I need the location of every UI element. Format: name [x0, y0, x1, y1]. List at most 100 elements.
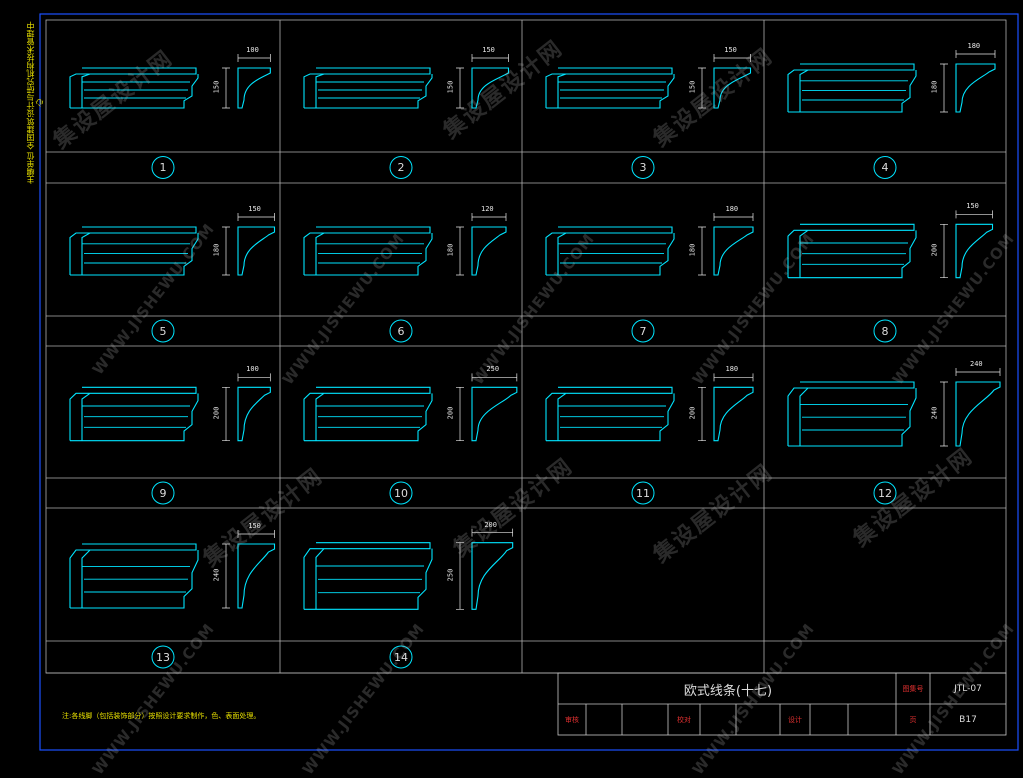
width-dimension-line: [955, 368, 1001, 376]
height-dimension-line: [940, 223, 948, 279]
height-dimension: 200: [930, 243, 939, 257]
drawing-sheet: [39, 13, 1019, 751]
width-dimension-line: [471, 54, 509, 62]
height-dimension: 180: [930, 80, 939, 94]
width-dimension: 120: [481, 205, 494, 213]
profile-number-circle: [151, 319, 175, 343]
section-profile: [237, 543, 276, 609]
profile-number-circle: [151, 481, 175, 505]
elevation-outline: [69, 67, 199, 109]
elevation-outline: [545, 226, 675, 276]
profile-number-circle: [151, 156, 175, 179]
width-dimension: 150: [724, 46, 737, 54]
profile-number: 14: [394, 650, 408, 664]
profile-number-circle: [631, 156, 655, 179]
width-dimension: 100: [246, 46, 259, 54]
height-dimension-line: [222, 543, 230, 609]
page-label: 页: [909, 716, 917, 724]
drawing-note: 注:各线脚（包括装饰部分）按照设计要求制作，色、表面处理。: [62, 712, 261, 720]
height-dimension: 200: [212, 406, 221, 420]
profile-drawings: [69, 50, 1001, 669]
height-dimension-line: [456, 226, 464, 276]
elevation-outline: [787, 381, 917, 447]
section-profile: [955, 63, 996, 113]
height-dimension-line: [698, 386, 706, 442]
width-dimension: 100: [246, 365, 259, 374]
profile-number: 7: [639, 324, 647, 338]
section-profile: [471, 67, 510, 109]
section-profile: [237, 67, 271, 109]
width-dimension-line: [955, 210, 993, 219]
height-dimension-line: [940, 381, 948, 447]
atlas-no-label: 图集号: [902, 685, 924, 693]
width-dimension-line: [471, 213, 507, 221]
grid-lines: [46, 20, 1006, 674]
profile-number: 6: [397, 324, 405, 338]
check-label: 校对: [677, 716, 691, 724]
height-dimension: 150: [688, 80, 697, 94]
section-profile: [955, 223, 994, 279]
profile-number: 5: [159, 324, 167, 338]
elevation-fillets: [82, 243, 190, 264]
profile-number-circle: [389, 156, 413, 179]
width-dimension-line: [237, 530, 275, 538]
profile-number-circle: [631, 481, 655, 505]
grid-frame: [45, 19, 1007, 674]
section-profile: [713, 386, 754, 442]
elevation-outline: [303, 226, 433, 276]
elevation-fillets: [558, 81, 666, 99]
elevation-fillets: [316, 243, 424, 264]
profile-number: 2: [397, 161, 405, 174]
elevation-outline: [545, 67, 675, 109]
section-profile: [471, 226, 507, 276]
width-dimension: 150: [966, 202, 979, 211]
elevation-outline: [303, 67, 433, 109]
design-label: 设计: [788, 716, 802, 724]
width-dimension: 150: [248, 205, 261, 213]
sheet-title: 欧式线条(十七): [683, 683, 773, 699]
height-dimension-line: [456, 67, 464, 109]
width-dimension: 180: [725, 205, 739, 213]
elevation-outline: [787, 63, 917, 113]
width-dimension: 180: [967, 42, 981, 50]
elevation-fillets: [316, 81, 424, 99]
page-no-value: B17: [959, 715, 977, 725]
width-dimension: 180: [725, 365, 739, 374]
outer-frame: [39, 13, 1019, 751]
profile-number-circle: [873, 481, 897, 505]
profile-number: 9: [159, 486, 167, 500]
height-dimension-line: [222, 67, 230, 109]
profile-number-circle: [631, 319, 655, 343]
width-dimension: 240: [970, 360, 983, 368]
width-dimension-line: [237, 373, 271, 382]
width-dimension-line: [713, 373, 754, 382]
height-dimension-line: [222, 226, 230, 276]
profile-number-circle: [389, 481, 413, 505]
height-dimension: 150: [212, 80, 221, 94]
profile-number: 12: [878, 486, 892, 500]
section-profile: [237, 386, 271, 442]
profile-number: 8: [881, 324, 889, 338]
elevation-fillets: [558, 405, 666, 428]
elevation-outline: [69, 386, 199, 442]
height-dimension: 150: [446, 80, 455, 94]
section-profile: [713, 226, 754, 276]
width-dimension-line: [955, 50, 996, 58]
elevation-outline: [787, 223, 917, 279]
profile-number-circle: [389, 319, 413, 343]
section-profile: [955, 381, 1001, 447]
height-dimension: 240: [212, 568, 221, 582]
elevation-fillets: [800, 403, 908, 431]
height-dimension: 240: [930, 406, 939, 420]
profile-number: 13: [156, 650, 170, 664]
height-dimension: 200: [446, 406, 455, 420]
width-dimension: 150: [248, 522, 261, 530]
profile-number: 11: [636, 486, 650, 500]
height-dimension-line: [940, 63, 948, 113]
elevation-fillets: [82, 81, 190, 99]
elevation-fillets: [558, 243, 666, 264]
profile-number: 4: [881, 161, 889, 174]
width-dimension: 250: [486, 365, 500, 374]
elevation-outline: [69, 543, 199, 609]
height-dimension: 250: [446, 568, 455, 582]
